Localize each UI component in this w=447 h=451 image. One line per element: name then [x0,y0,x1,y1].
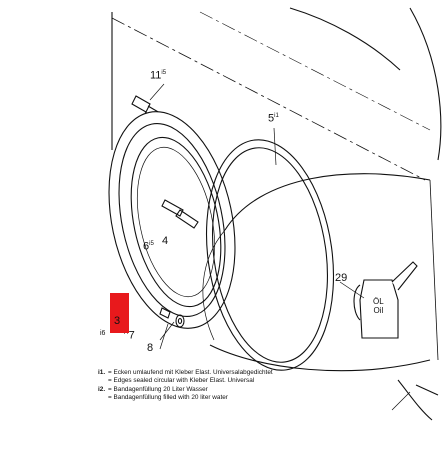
oil-can-label-en: Oil [373,306,384,315]
note-text: = Edges sealed circular with Kleber Elas… [108,377,255,385]
callout-11: 11i5 [150,70,166,82]
callout-6: 6i5 [143,241,154,253]
note-key [98,377,108,385]
washer-7 [175,314,185,328]
callout-5-number: 5 [268,112,275,125]
drum-bottom-curve [397,379,433,421]
callout-6-note: i5 [149,241,154,247]
note-key: i2. [98,385,106,393]
callout-4-number: 4 [162,235,169,247]
axis-centerline-2 [199,11,431,131]
bolt-7 [159,307,171,319]
oil-can-29 [353,261,418,339]
note-row: i1. = Ecken umlaufend mit Kleber Elast. … [98,369,398,377]
note-key: i1. [98,369,106,376]
oil-can-label-de: ÖL [373,297,384,306]
note-text: = Bandagenfüllung filled with 20 liter w… [108,394,228,402]
drum-bottom-edge [415,384,439,396]
leader-5 [273,127,277,166]
callout-29-number: 29 [335,272,348,284]
callout-8-number: 8 [147,342,154,354]
callout-3-number: 3 [114,315,121,327]
note-row: = Edges sealed circular with Kleber Elas… [98,377,398,385]
hub-bolt-6 [161,199,199,229]
callout-11-note: i5 [161,70,167,76]
note-text: = Bandagenfüllung 20 Liter Wasser [108,385,208,393]
callout-i6: i6 [100,330,105,337]
note-row: i2. = Bandagenfüllung 20 Liter Wasser [98,386,398,394]
bandage-drum [202,173,439,372]
leader-11 [149,83,165,101]
seal-ring-5 [205,139,335,371]
callout-7-note: i4 [124,330,129,336]
callout-7-number: 7 [128,329,135,342]
leader-notes [391,391,411,411]
callout-7: i47 [124,330,135,342]
leader-8 [159,323,169,350]
leader-29 [339,281,365,299]
callout-4: 4 [162,236,168,247]
note-key [98,394,108,402]
callout-5: 5i1 [268,113,279,125]
drum-right-curve [409,7,442,161]
callout-29: 29 [335,273,347,284]
callout-5-note: i1 [274,113,279,119]
highlight-marker: 3 [110,293,129,333]
oil-can-label: ÖL Oil [373,297,384,315]
note-row: = Bandagenfüllung filled with 20 liter w… [98,394,398,402]
callout-11-number: 11 [150,69,162,82]
callout-8: 8 [147,343,153,354]
flange-ring [108,111,236,329]
leader-7 [159,321,175,341]
assembly-notes: i1. = Ecken umlaufend mit Kleber Elast. … [98,369,398,403]
note-text: = Ecken umlaufend mit Kleber Elast. Univ… [108,369,273,376]
drum-top-curve [289,7,401,71]
callout-i6-note: i6 [100,330,106,337]
axis-centerline [111,17,426,181]
callout-6-number: 6 [143,240,150,253]
